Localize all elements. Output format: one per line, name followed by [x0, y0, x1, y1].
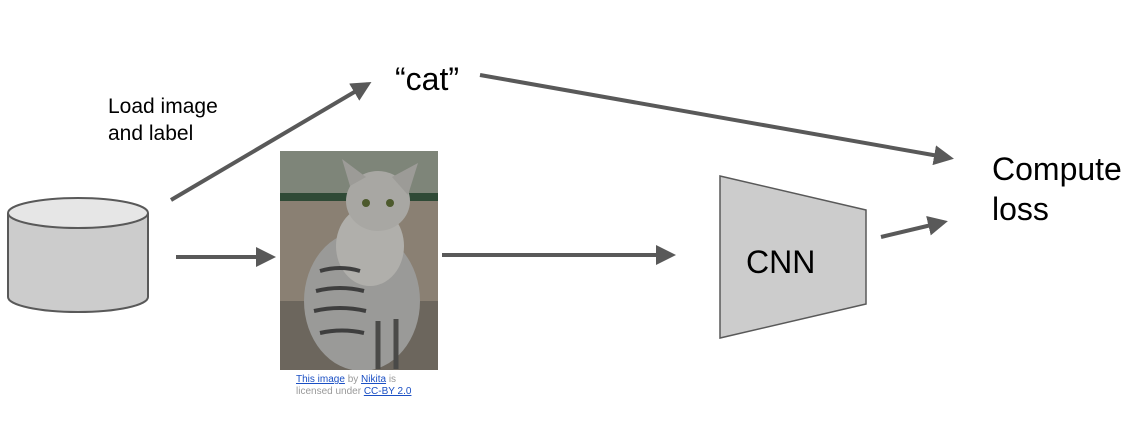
load-image-label: Load image and label	[108, 93, 218, 147]
image-credit: This image by Nikita is licensed under C…	[296, 374, 411, 398]
credit-line-1: This image by Nikita is	[296, 374, 411, 386]
loss-label-line-2: loss	[992, 191, 1049, 227]
cnn-label: CNN	[746, 244, 816, 280]
arrow-cnn-to-loss	[880, 215, 948, 239]
database-cylinder-icon	[7, 197, 149, 313]
image-link[interactable]: This image	[296, 374, 345, 385]
arrow-label-to-loss	[479, 73, 954, 166]
compute-loss-label: Compute loss	[992, 149, 1122, 229]
credit-is: is	[388, 374, 397, 385]
cat-label: “cat”	[395, 61, 459, 97]
load-label-line-1: Load image	[108, 95, 218, 118]
author-link[interactable]: Nikita	[361, 374, 387, 385]
credit-by: by	[347, 374, 359, 385]
license-link[interactable]: CC-BY 2.0	[363, 386, 412, 397]
credit-line-2: licensed under CC-BY 2.0	[296, 386, 411, 398]
loss-label-line-1: Compute	[992, 151, 1122, 187]
load-label-line-2: and label	[108, 122, 194, 145]
cnn-block	[719, 175, 867, 339]
cat-photo	[280, 151, 438, 370]
credit-licensed: licensed under	[296, 386, 362, 397]
arrow-db-to-label	[169, 81, 372, 202]
